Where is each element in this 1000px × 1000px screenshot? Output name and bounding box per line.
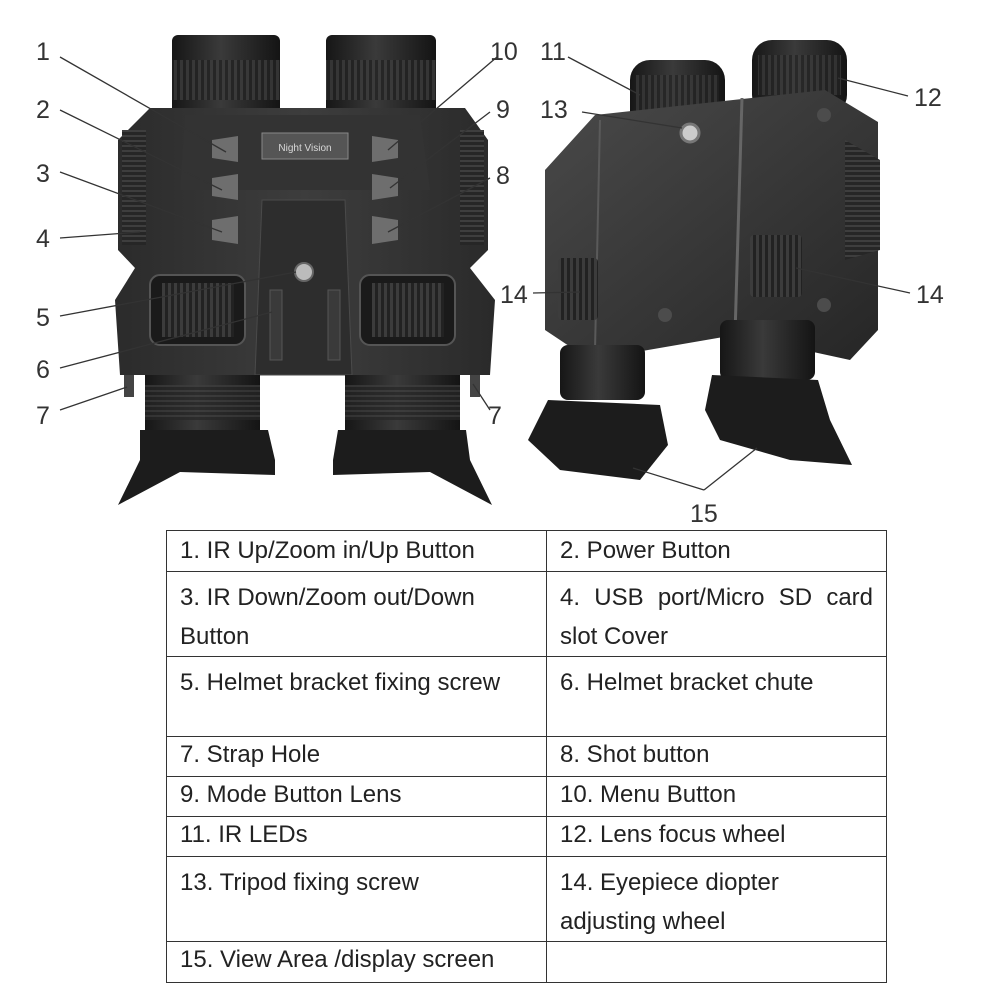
mode-button[interactable] (372, 174, 398, 200)
legend-item-9: 9. Mode Button Lens (166, 776, 547, 817)
legend-item-empty (546, 941, 887, 983)
callout-14-right: 14 (916, 281, 944, 309)
callout-4: 4 (36, 225, 50, 253)
callout-10: 10 (490, 38, 518, 66)
legend-item-13: 13. Tripod fixing screw (166, 856, 547, 942)
table-row: 15. View Area /display screen (166, 941, 887, 983)
diopter-wheel-right[interactable] (750, 235, 802, 297)
table-row: 9. Mode Button Lens 10. Menu Button (166, 776, 887, 817)
callout-1: 1 (36, 38, 50, 66)
table-row: 5. Helmet bracket fixing screw 6. Helmet… (166, 656, 887, 737)
diopter-wheel-left[interactable] (558, 258, 598, 320)
callout-12: 12 (914, 84, 942, 112)
helmet-bracket-fixing-screw (294, 262, 314, 282)
view-area-left (528, 400, 668, 480)
legend-item-2: 2. Power Button (546, 530, 887, 572)
legend-item-7: 7. Strap Hole (166, 736, 547, 777)
callout-6: 6 (36, 356, 50, 384)
binocular-front-view: Night Vision (115, 35, 495, 505)
binocular-diagram: Night Vision (36, 35, 944, 528)
callout-14-left: 14 (500, 281, 528, 309)
legend-item-5: 5. Helmet bracket fixing screw (166, 656, 547, 737)
callout-13: 13 (540, 96, 568, 124)
callout-7-right: 7 (488, 402, 502, 430)
callout-7-left: 7 (36, 402, 50, 430)
view-area-right (705, 375, 852, 465)
strap-hole-left (124, 375, 134, 397)
legend-item-12: 12. Lens focus wheel (546, 816, 887, 857)
legend-item-11: 11. IR LEDs (166, 816, 547, 857)
leader-lines (59, 56, 911, 491)
legend-item-8: 8. Shot button (546, 736, 887, 777)
table-row: 7. Strap Hole 8. Shot button (166, 736, 887, 777)
table-row: 1. IR Up/Zoom in/Up Button 2. Power Butt… (166, 530, 887, 572)
ir-up-zoom-in-button[interactable] (212, 136, 238, 162)
menu-button[interactable] (372, 136, 398, 162)
legend-item-10: 10. Menu Button (546, 776, 887, 817)
callout-2: 2 (36, 96, 50, 124)
callout-15: 15 (690, 500, 718, 528)
legend-item-6: 6. Helmet bracket chute (546, 656, 887, 737)
name-plate-text: Night Vision (278, 143, 331, 154)
table-row: 13. Tripod fixing screw 14. Eyepiece dio… (166, 856, 887, 942)
binocular-bottom-view (528, 40, 880, 480)
legend-item-14: 14. Eyepiece diopter adjusting wheel (546, 856, 887, 942)
right-eyecup (333, 430, 492, 505)
table-row: 3. IR Down/Zoom out/Down Button 4. USB p… (166, 571, 887, 657)
callout-3: 3 (36, 160, 50, 188)
legend-item-1: 1. IR Up/Zoom in/Up Button (166, 530, 547, 572)
tripod-fixing-screw (679, 122, 701, 144)
callout-11: 11 (540, 38, 566, 66)
ir-down-zoom-out-button[interactable] (212, 216, 238, 244)
legend-item-15: 15. View Area /display screen (166, 941, 547, 983)
table-row: 11. IR LEDs 12. Lens focus wheel (166, 816, 887, 857)
legend-item-3: 3. IR Down/Zoom out/Down Button (166, 571, 547, 657)
legend-item-4: 4. USB port/Micro SD card slot Cover (546, 571, 887, 657)
callout-5: 5 (36, 304, 50, 332)
left-eyecup (118, 430, 275, 505)
parts-legend-table: 1. IR Up/Zoom in/Up Button 2. Power Butt… (166, 530, 887, 983)
power-button[interactable] (212, 174, 238, 200)
name-plate (261, 132, 349, 160)
callout-8: 8 (496, 162, 510, 190)
callout-9: 9 (496, 96, 510, 124)
shot-button[interactable] (372, 216, 398, 244)
